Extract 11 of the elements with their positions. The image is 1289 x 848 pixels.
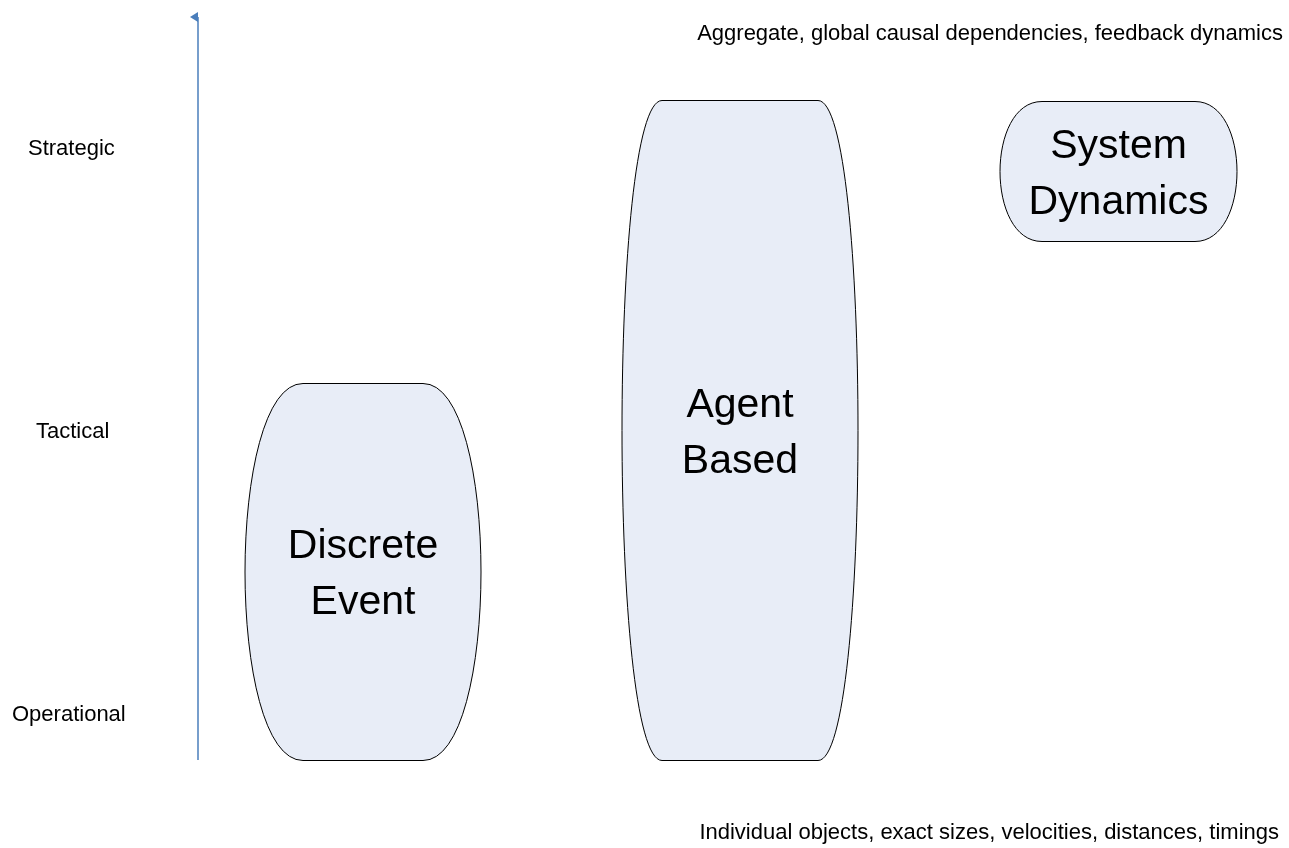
axis-level-label: Operational (12, 701, 126, 727)
rounded-shape (1000, 101, 1237, 242)
barrel-shape (245, 383, 481, 761)
shape-label: System Dynamics (1027, 119, 1210, 225)
shape-label: Agent Based (680, 378, 800, 484)
axis-level-label: Strategic (28, 135, 115, 161)
axis-level-label: Tactical (36, 418, 110, 444)
shape-label: Discrete Event (286, 520, 440, 625)
heading-note: Aggregate, global causal dependencies, feedback dynamics (697, 20, 1283, 46)
barrel-shape (622, 100, 858, 761)
heading-note: Individual objects, exact sizes, velocities, distances, timings (699, 819, 1279, 845)
